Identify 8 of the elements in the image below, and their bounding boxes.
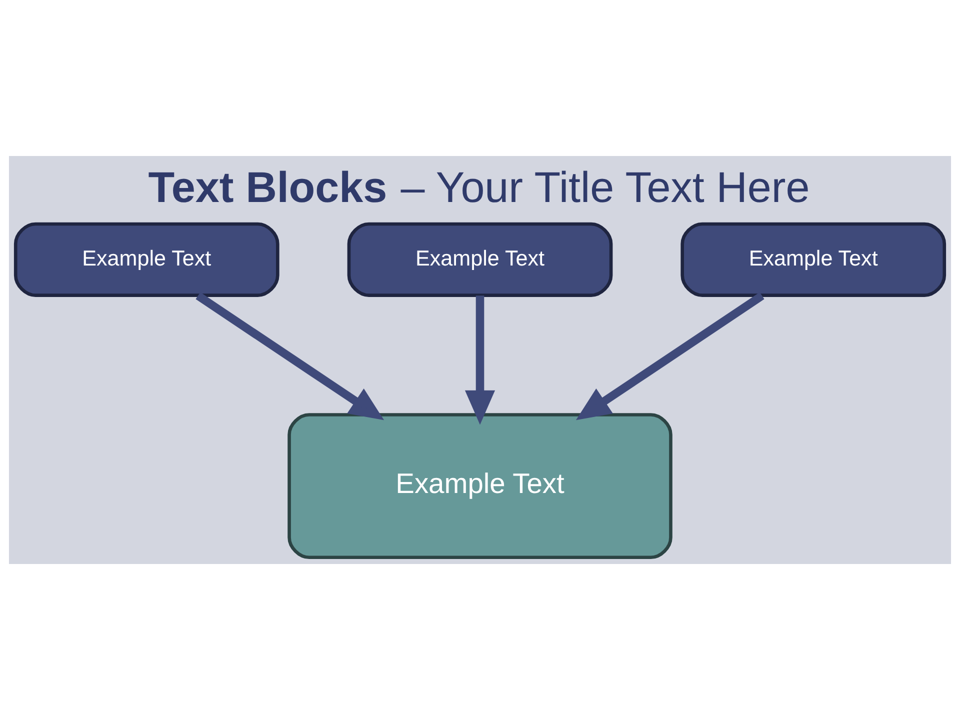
node-box: Example Text (347, 222, 613, 297)
arrow (464, 296, 496, 425)
node-box: Example Text (14, 222, 280, 297)
node-box: Example Text (288, 413, 672, 560)
arrow (196, 292, 384, 420)
diagram-title: Text Blocks – Your Title Text Here (148, 164, 810, 212)
arrow (576, 292, 764, 420)
node-box: Example Text (680, 222, 946, 297)
